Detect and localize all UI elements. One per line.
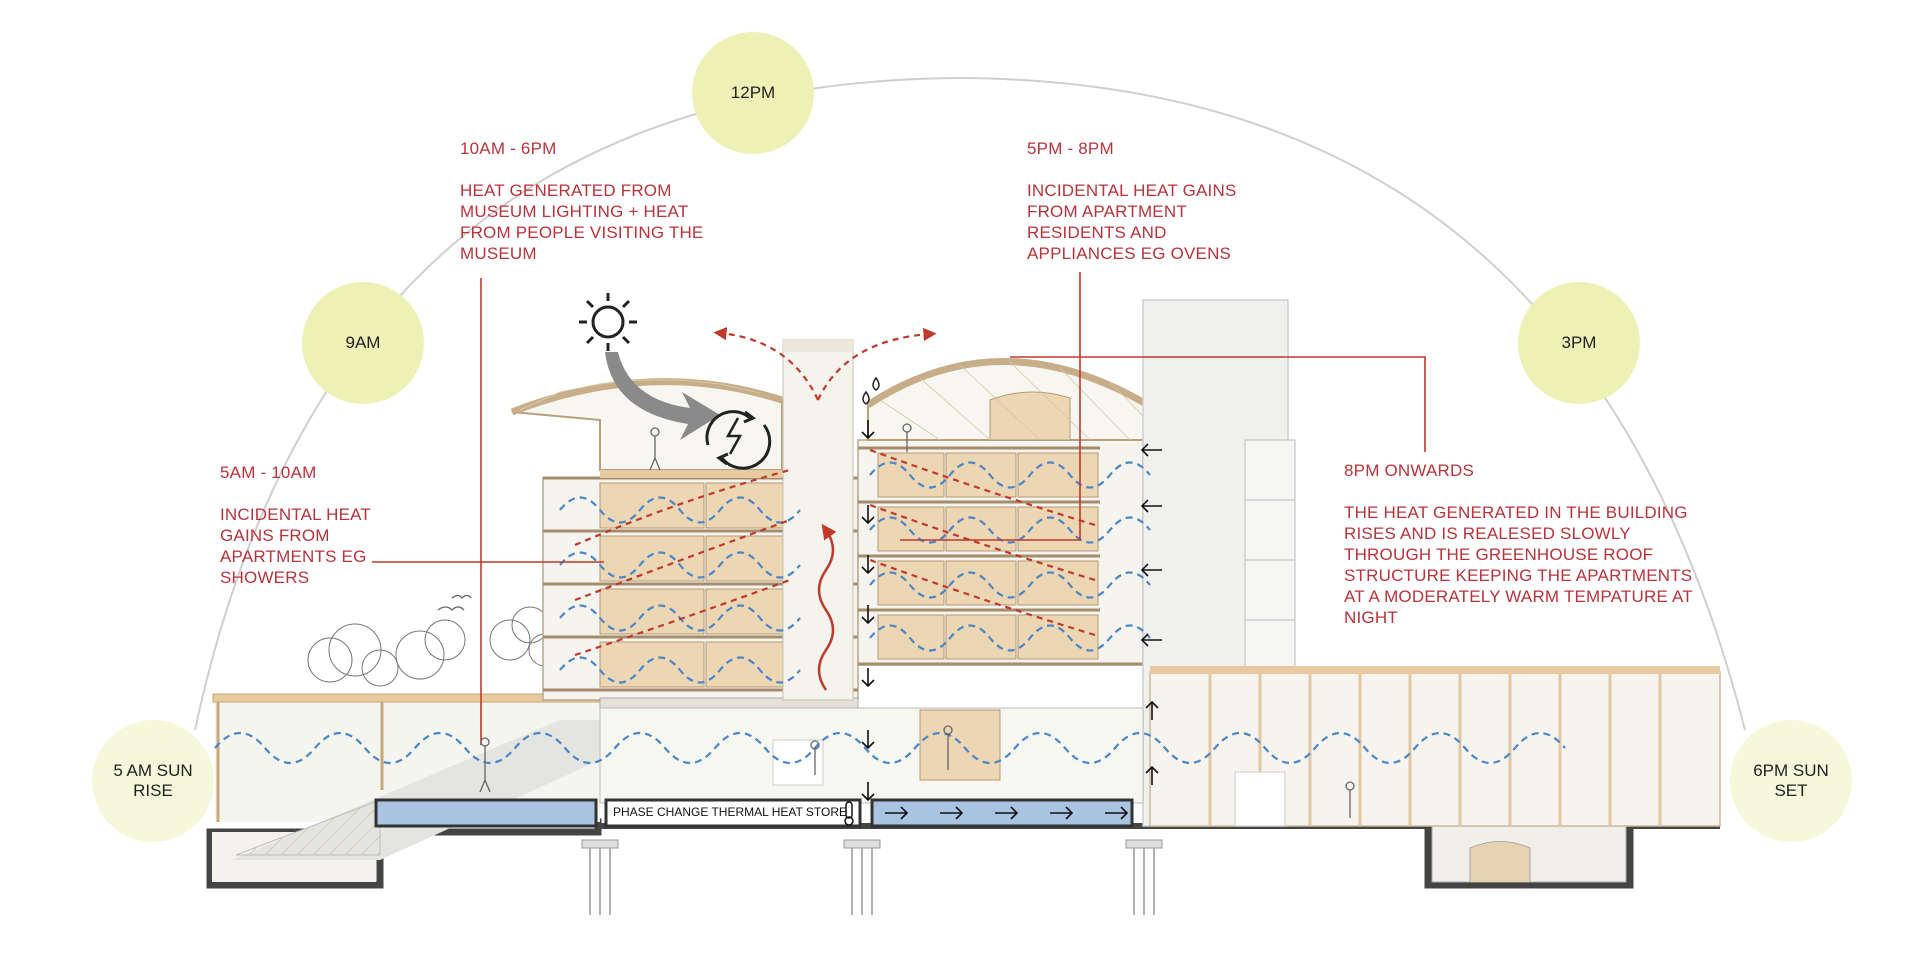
annotation-evening-text: INCIDENTAL HEAT GAINS FROM APARTMENT RES… <box>1027 181 1237 263</box>
sun-disc-3pm: 3PM <box>1518 282 1640 404</box>
heat-wave-lines <box>214 461 1566 764</box>
annotation-night-text: THE HEAT GENERATED IN THE BUILDING RISES… <box>1344 503 1693 627</box>
annotation-evening-time: 5PM - 8PM <box>1027 139 1114 158</box>
rising-heat-arrow <box>817 523 837 691</box>
sun-disc-sunset: 6PM SUN SET <box>1730 720 1852 842</box>
air-flow-arrows <box>861 420 1162 802</box>
leader-lines <box>372 272 1426 745</box>
heat-flow-lines <box>574 327 1096 657</box>
central-core <box>782 339 854 701</box>
thermal-store-label: PHASE CHANGE THERMAL HEAT STORE <box>613 805 848 819</box>
annotation-evening: 5PM - 8PM INCIDENTAL HEAT GAINS FROM APA… <box>1027 138 1277 264</box>
right-greenhouse-wing <box>1149 666 1721 827</box>
thermometer-icon <box>844 801 854 826</box>
sun-icon <box>579 293 637 351</box>
left-apartment-block <box>510 378 859 709</box>
museum-ground-floor <box>599 707 1190 826</box>
annotation-night: 8PM ONWARDS THE HEAT GENERATED IN THE BU… <box>1344 460 1704 628</box>
solar-gain-arrow <box>605 352 720 440</box>
annotation-morning-text: INCIDENTAL HEAT GAINS FROM APARTMENTS EG… <box>220 505 371 587</box>
annotation-museum-time: 10AM - 6PM <box>460 139 557 158</box>
annotation-museum: 10AM - 6PM HEAT GENERATED FROM MUSEUM LI… <box>460 138 730 264</box>
people-figures <box>437 423 1355 818</box>
sun-disc-12pm: 12PM <box>692 32 814 154</box>
annotation-morning-time: 5AM - 10AM <box>220 463 317 482</box>
thermal-store <box>374 798 1134 828</box>
annotation-night-time: 8PM ONWARDS <box>1344 461 1475 480</box>
sun-disc-9am: 9AM <box>302 282 424 404</box>
water-drop-icon <box>862 376 880 405</box>
renewable-energy-icon <box>705 410 772 470</box>
annotation-museum-text: HEAT GENERATED FROM MUSEUM LIGHTING + HE… <box>460 181 704 263</box>
sun-disc-sunrise: 5 AM SUN RISE <box>92 720 214 842</box>
annotation-morning: 5AM - 10AM INCIDENTAL HEAT GAINS FROM AP… <box>220 462 395 588</box>
right-apartment-block <box>857 358 1150 666</box>
